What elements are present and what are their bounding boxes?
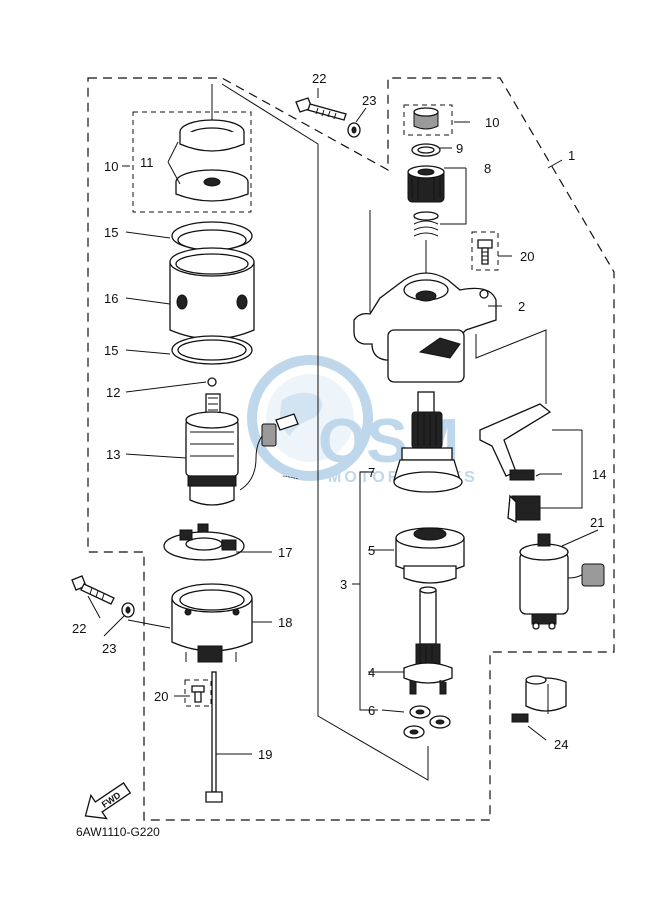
callout-6: 6 bbox=[368, 703, 375, 718]
callout-22-top: 22 bbox=[312, 71, 326, 86]
part-7-armature bbox=[393, 391, 463, 493]
assembly-outline bbox=[87, 77, 615, 821]
callout-18: 18 bbox=[278, 615, 292, 630]
callout-11: 11 bbox=[140, 155, 154, 170]
part-23-washer-top bbox=[347, 122, 361, 138]
part-17-brush-plate bbox=[163, 523, 245, 561]
callout-1: 1 bbox=[568, 148, 575, 163]
group-box-10 bbox=[403, 104, 453, 136]
part-21-solenoid bbox=[519, 533, 605, 630]
callout-3: 3 bbox=[340, 577, 347, 592]
cable-label: ------ bbox=[282, 471, 300, 483]
part-6-bearings bbox=[403, 705, 451, 739]
part-11-caps bbox=[175, 119, 249, 202]
callout-15-bottom: 15 bbox=[104, 343, 118, 358]
part-10-cap bbox=[413, 107, 439, 130]
part-9-ring bbox=[411, 143, 441, 157]
part-16-housing bbox=[169, 247, 255, 340]
callout-9: 9 bbox=[456, 141, 463, 156]
group-box-11 bbox=[132, 111, 252, 213]
callout-20-bottom: 20 bbox=[154, 689, 168, 704]
callout-16: 16 bbox=[104, 291, 118, 306]
part-2-bracket bbox=[353, 272, 497, 383]
leader-lines bbox=[87, 88, 599, 755]
callout-13: 13 bbox=[106, 447, 120, 462]
callout-5: 5 bbox=[368, 543, 375, 558]
group-box-20-bottom bbox=[184, 679, 212, 707]
part-8-pinion bbox=[407, 165, 445, 203]
part-20-screw-top bbox=[477, 239, 493, 265]
part-18-end-cap bbox=[171, 583, 253, 663]
part-20-screw-bottom bbox=[191, 685, 205, 703]
part-14-lever bbox=[479, 403, 552, 524]
callout-12: 12 bbox=[106, 385, 120, 400]
callout-7: 7 bbox=[368, 465, 375, 480]
part-23-washer-left bbox=[121, 602, 135, 618]
callout-10-left: 10 bbox=[104, 159, 118, 174]
callout-4: 4 bbox=[368, 665, 375, 680]
callout-10-top: 10 bbox=[485, 115, 499, 130]
part-22-bolt-top bbox=[295, 97, 347, 121]
callout-22-left: 22 bbox=[72, 621, 86, 636]
diagram-code: 6AW1110-G220 bbox=[76, 825, 160, 839]
fwd-arrow-icon: FWD bbox=[84, 782, 132, 820]
callout-24: 24 bbox=[554, 737, 568, 752]
part-8-spring bbox=[413, 211, 439, 237]
callout-23-top: 23 bbox=[362, 93, 376, 108]
callout-14: 14 bbox=[592, 467, 606, 482]
part-12-ball bbox=[207, 377, 217, 387]
callout-17: 17 bbox=[278, 545, 292, 560]
callout-2: 2 bbox=[518, 299, 525, 314]
part-13-armature bbox=[185, 393, 299, 506]
callout-15-top: 15 bbox=[104, 225, 118, 240]
callout-19: 19 bbox=[258, 747, 272, 762]
callout-23-left: 23 bbox=[102, 641, 116, 656]
callout-8: 8 bbox=[484, 161, 491, 176]
callout-20-top: 20 bbox=[520, 249, 534, 264]
part-22-bolt-left bbox=[71, 575, 115, 605]
callout-21: 21 bbox=[590, 515, 604, 530]
part-15-ring-bottom bbox=[171, 335, 253, 365]
part-19-through-bolt bbox=[205, 671, 223, 803]
group-box-20-top bbox=[471, 231, 499, 271]
part-15-ring-top bbox=[171, 221, 253, 251]
part-5-clutch bbox=[395, 527, 465, 584]
watermark-globe-icon bbox=[247, 355, 373, 481]
callouts: 1 2 3 4 5 6 7 8 9 10 10 11 12 13 14 15 1… bbox=[72, 71, 606, 762]
part-24-terminal bbox=[511, 675, 567, 723]
part-4-shaft bbox=[403, 586, 453, 695]
